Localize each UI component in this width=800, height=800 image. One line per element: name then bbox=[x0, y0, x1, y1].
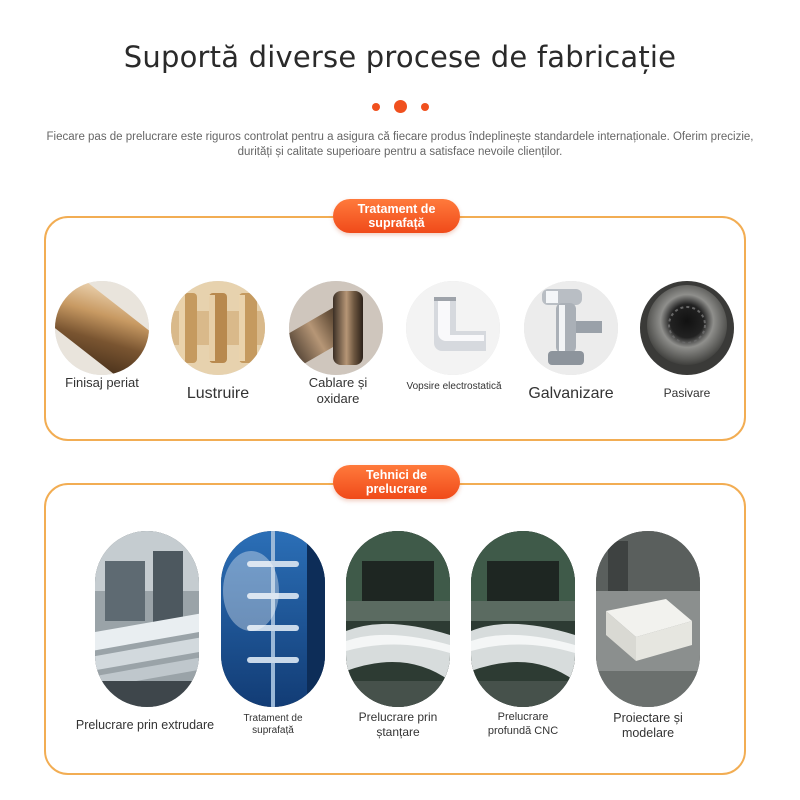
stamping-label: Prelucrare prin ștanțare bbox=[358, 710, 438, 739]
decorative-dots bbox=[0, 100, 800, 113]
surface-treatment-label: Tratament de suprafață bbox=[243, 713, 303, 736]
stamping-image bbox=[346, 531, 450, 707]
polishing-image bbox=[171, 281, 265, 375]
intro-description: Fiecare pas de prelucrare este riguros c… bbox=[46, 131, 754, 158]
oxidation-image bbox=[289, 281, 383, 375]
polishing-label: Lustruire bbox=[186, 385, 250, 402]
design-modeling-label: Proiectare și modelare bbox=[613, 711, 683, 740]
cnc-deep-processing-image bbox=[471, 531, 575, 707]
extrusion-label: Prelucrare prin extrudare bbox=[75, 718, 215, 732]
cnc-deep-processing-label: Prelucrare profundă CNC bbox=[487, 711, 559, 737]
surface-treatment-badge: Tratament de suprafață bbox=[333, 199, 460, 233]
passivation-label: Pasivare bbox=[663, 386, 711, 400]
surface-treatment-panel bbox=[44, 216, 746, 441]
galvanizing-label: Galvanizare bbox=[528, 385, 614, 402]
brushed-finish-label: Finisaj periat bbox=[65, 375, 139, 390]
dot-icon bbox=[393, 100, 407, 113]
brushed-finish-image bbox=[55, 281, 149, 375]
oxidation-label: Cablare și oxidare bbox=[308, 375, 368, 406]
electrostatic-painting-image bbox=[406, 281, 500, 375]
passivation-image bbox=[640, 281, 734, 375]
galvanizing-image bbox=[524, 281, 618, 375]
electrostatic-painting-label: Vopsire electrostatică bbox=[406, 381, 502, 392]
extrusion-image bbox=[95, 531, 199, 707]
dot-icon bbox=[371, 102, 380, 111]
design-modeling-image bbox=[596, 531, 700, 707]
dot-icon bbox=[420, 102, 429, 111]
surface-treatment-booth-image bbox=[221, 531, 325, 707]
page-title: Suportă diverse procese de fabricație bbox=[123, 40, 677, 74]
processing-techniques-badge: Tehnici de prelucrare bbox=[333, 465, 460, 499]
